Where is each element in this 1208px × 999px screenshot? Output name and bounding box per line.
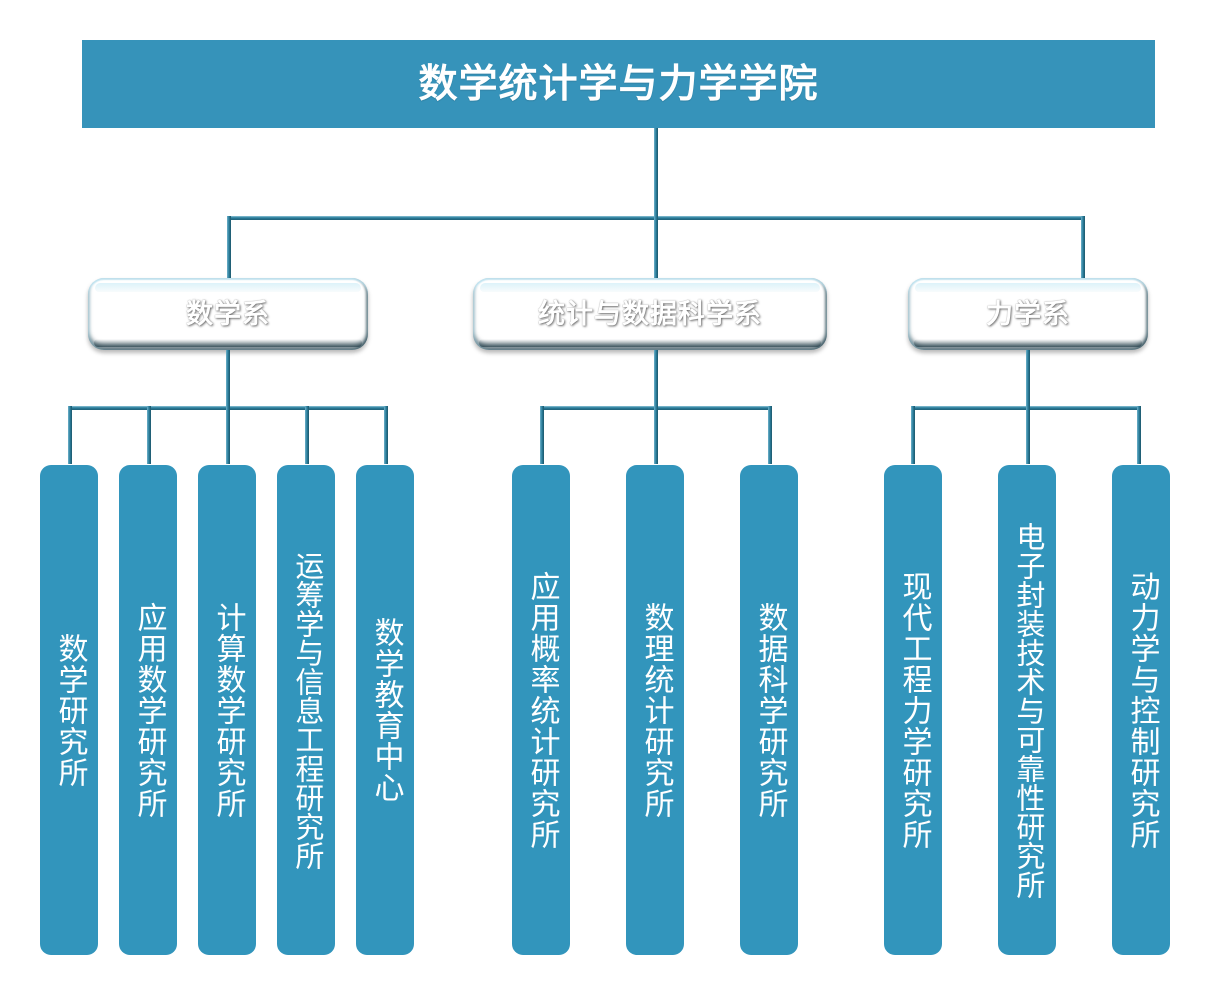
connector-drop-dept-2 [1081, 216, 1085, 278]
connector-drop-math-3 [305, 406, 309, 464]
institute-node-math-3[interactable]: 运筹学与信息工程研究所 [277, 465, 335, 955]
institute-node-math-1[interactable]: 应用数学研究所 [119, 465, 177, 955]
institute-label-math-1: 应用数学研究所 [132, 601, 166, 819]
institute-node-mech-0[interactable]: 现代工程力学研究所 [884, 465, 942, 955]
dept-node-1[interactable]: 统计与数据科学系 [473, 278, 827, 350]
institute-node-stat-0[interactable]: 应用概率统计研究所 [512, 465, 570, 955]
connector-drop-stat-1 [654, 406, 658, 464]
connector-stem-dept-0 [226, 350, 230, 408]
connector-drop-math-4 [384, 406, 388, 464]
institute-node-mech-2[interactable]: 动力学与控制研究所 [1112, 465, 1170, 955]
connector-root-stem [654, 128, 658, 216]
institute-label-mech-2: 动力学与控制研究所 [1125, 570, 1159, 850]
dept-label-2: 力学系 [986, 298, 1070, 329]
dept-node-2[interactable]: 力学系 [908, 278, 1148, 350]
connector-drop-dept-0 [227, 216, 231, 278]
institute-label-math-2: 计算数学研究所 [211, 601, 245, 819]
institute-label-stat-0: 应用概率统计研究所 [525, 570, 559, 850]
connector-drop-stat-2 [768, 406, 772, 464]
connector-drop-mech-0 [911, 406, 915, 464]
connector-drop-math-1 [147, 406, 151, 464]
connector-stem-dept-1 [654, 350, 658, 408]
institute-label-mech-0: 现代工程力学研究所 [897, 570, 931, 850]
connector-stem-dept-2 [1026, 350, 1030, 408]
connector-drop-dept-1 [654, 216, 658, 278]
institute-label-stat-2: 数据科学研究所 [753, 601, 787, 819]
dept-label-1: 统计与数据科学系 [538, 298, 762, 329]
dept-label-0: 数学系 [186, 298, 270, 329]
institute-node-math-4[interactable]: 数学教育中心 [356, 465, 414, 955]
institute-label-math-3: 运筹学与信息工程研究所 [290, 550, 323, 870]
institute-node-stat-2[interactable]: 数据科学研究所 [740, 465, 798, 955]
page-title: 数学统计学与力学学院 [418, 62, 819, 106]
root-node-school[interactable]: 数学统计学与力学学院 [82, 40, 1155, 128]
institute-label-math-0: 数学研究所 [53, 632, 87, 788]
institute-node-mech-1[interactable]: 电子封装技术与可靠性研究所 [998, 465, 1056, 955]
connector-drop-mech-1 [1026, 406, 1030, 464]
connector-drop-stat-0 [540, 406, 544, 464]
connector-drop-math-2 [226, 406, 230, 464]
institute-label-math-4: 数学教育中心 [369, 617, 403, 803]
dept-node-0[interactable]: 数学系 [88, 278, 368, 350]
institute-label-mech-1: 电子封装技术与可靠性研究所 [1011, 521, 1044, 899]
connector-drop-mech-2 [1137, 406, 1141, 464]
connector-drop-math-0 [68, 406, 72, 464]
institute-node-math-2[interactable]: 计算数学研究所 [198, 465, 256, 955]
institute-node-math-0[interactable]: 数学研究所 [40, 465, 98, 955]
institute-label-stat-1: 数理统计研究所 [639, 601, 673, 819]
institute-node-stat-1[interactable]: 数理统计研究所 [626, 465, 684, 955]
